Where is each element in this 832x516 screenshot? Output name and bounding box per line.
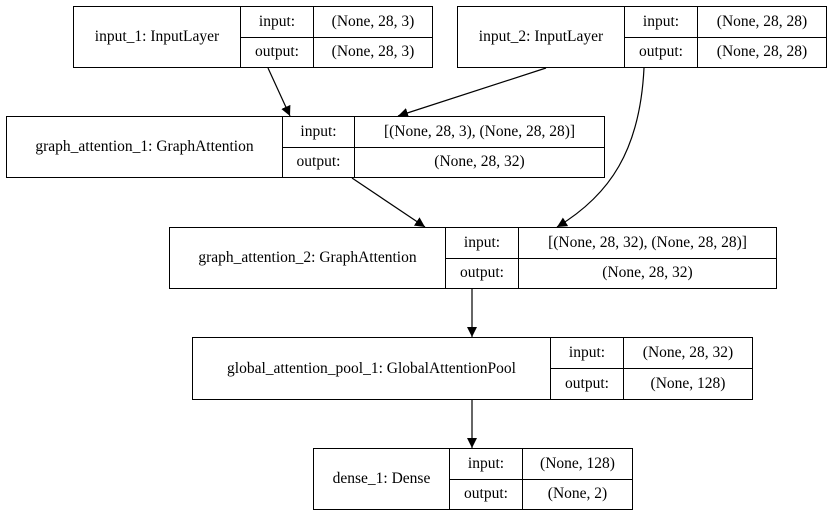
node-graph-attention-2-input-label: input: — [446, 228, 518, 259]
node-global-attention-pool-1-label: global_attention_pool_1: GlobalAttention… — [193, 338, 551, 399]
node-input-1-output-shape: (None, 28, 3) — [331, 43, 415, 61]
node-graph-attention-1-input-shape: [(None, 28, 3), (None, 28, 28)] — [355, 117, 604, 148]
node-global-attention-pool-1-input-label: input: — [551, 338, 623, 369]
node-input-1-input-shape: (None, 28, 3) — [314, 7, 432, 38]
node-dense-1-input-shape: (None, 128) — [523, 449, 632, 480]
node-graph-attention-2-input-shape: [(None, 28, 32), (None, 28, 28)] — [519, 228, 776, 259]
node-global-attention-pool-1-output-shape: (None, 128) — [650, 375, 726, 392]
node-graph-attention-2-values: [(None, 28, 32), (None, 28, 28)] (None, … — [519, 228, 776, 288]
node-input-1-label: input_1: InputLayer — [74, 7, 241, 67]
node-graph-attention-1-output-shape: (None, 28, 32) — [434, 153, 525, 171]
node-input-2-output-shape: (None, 28, 28) — [716, 43, 808, 61]
node-global-attention-pool-1-output-label: output: — [565, 375, 609, 392]
node-input-1-io: input: output: — [241, 7, 314, 67]
node-input-2-label: input_2: InputLayer — [458, 7, 625, 67]
node-input-1-values: (None, 28, 3) (None, 28, 3) — [314, 7, 432, 67]
node-graph-attention-2-output-label: output: — [460, 264, 504, 282]
edge-input2-to-graph-attention-2 — [556, 67, 645, 228]
node-dense-1-input-label: input: — [450, 449, 522, 480]
node-dense-1-values: (None, 128) (None, 2) — [523, 449, 632, 509]
node-graph-attention-1-output-label: output: — [296, 153, 341, 171]
node-graph-attention-2-io: input: output: — [446, 228, 519, 288]
node-input-2: input_2: InputLayer input: output: (None… — [457, 6, 827, 68]
node-graph-attention-1-label: graph_attention_1: GraphAttention — [7, 117, 283, 177]
node-global-attention-pool-1: global_attention_pool_1: GlobalAttention… — [192, 337, 753, 400]
node-dense-1-io: input: output: — [450, 449, 523, 509]
edge-input1-to-graph-attention-1 — [267, 67, 291, 117]
node-graph-attention-1-values: [(None, 28, 3), (None, 28, 28)] (None, 2… — [355, 117, 604, 177]
node-global-attention-pool-1-io: input: output: — [551, 338, 624, 399]
node-graph-attention-1: graph_attention_1: GraphAttention input:… — [6, 116, 605, 178]
node-dense-1: dense_1: Dense input: output: (None, 128… — [313, 448, 633, 510]
edge-graph-attention-1-to-graph-attention-2 — [351, 177, 426, 228]
node-global-attention-pool-1-input-shape: (None, 28, 32) — [624, 338, 752, 369]
node-input-2-values: (None, 28, 28) (None, 28, 28) — [698, 7, 826, 67]
node-input-1: input_1: InputLayer input: output: (None… — [73, 6, 433, 68]
node-dense-1-output-label: output: — [464, 485, 508, 503]
node-input-2-input-shape: (None, 28, 28) — [698, 7, 826, 38]
node-input-2-input-label: input: — [625, 7, 697, 38]
node-graph-attention-2-label: graph_attention_2: GraphAttention — [170, 228, 446, 288]
edge-input2-to-graph-attention-1 — [397, 67, 547, 118]
node-graph-attention-2-output-shape: (None, 28, 32) — [602, 264, 693, 282]
node-graph-attention-1-io: input: output: — [283, 117, 355, 177]
node-dense-1-label: dense_1: Dense — [314, 449, 450, 509]
node-graph-attention-1-input-label: input: — [283, 117, 354, 148]
node-global-attention-pool-1-values: (None, 28, 32) (None, 128) — [624, 338, 752, 399]
node-input-1-output-label: output: — [255, 43, 299, 61]
node-input-2-output-label: output: — [639, 43, 683, 61]
node-graph-attention-2: graph_attention_2: GraphAttention input:… — [169, 227, 777, 289]
node-input-2-io: input: output: — [625, 7, 698, 67]
node-input-1-input-label: input: — [241, 7, 313, 38]
node-dense-1-output-shape: (None, 2) — [547, 485, 608, 503]
